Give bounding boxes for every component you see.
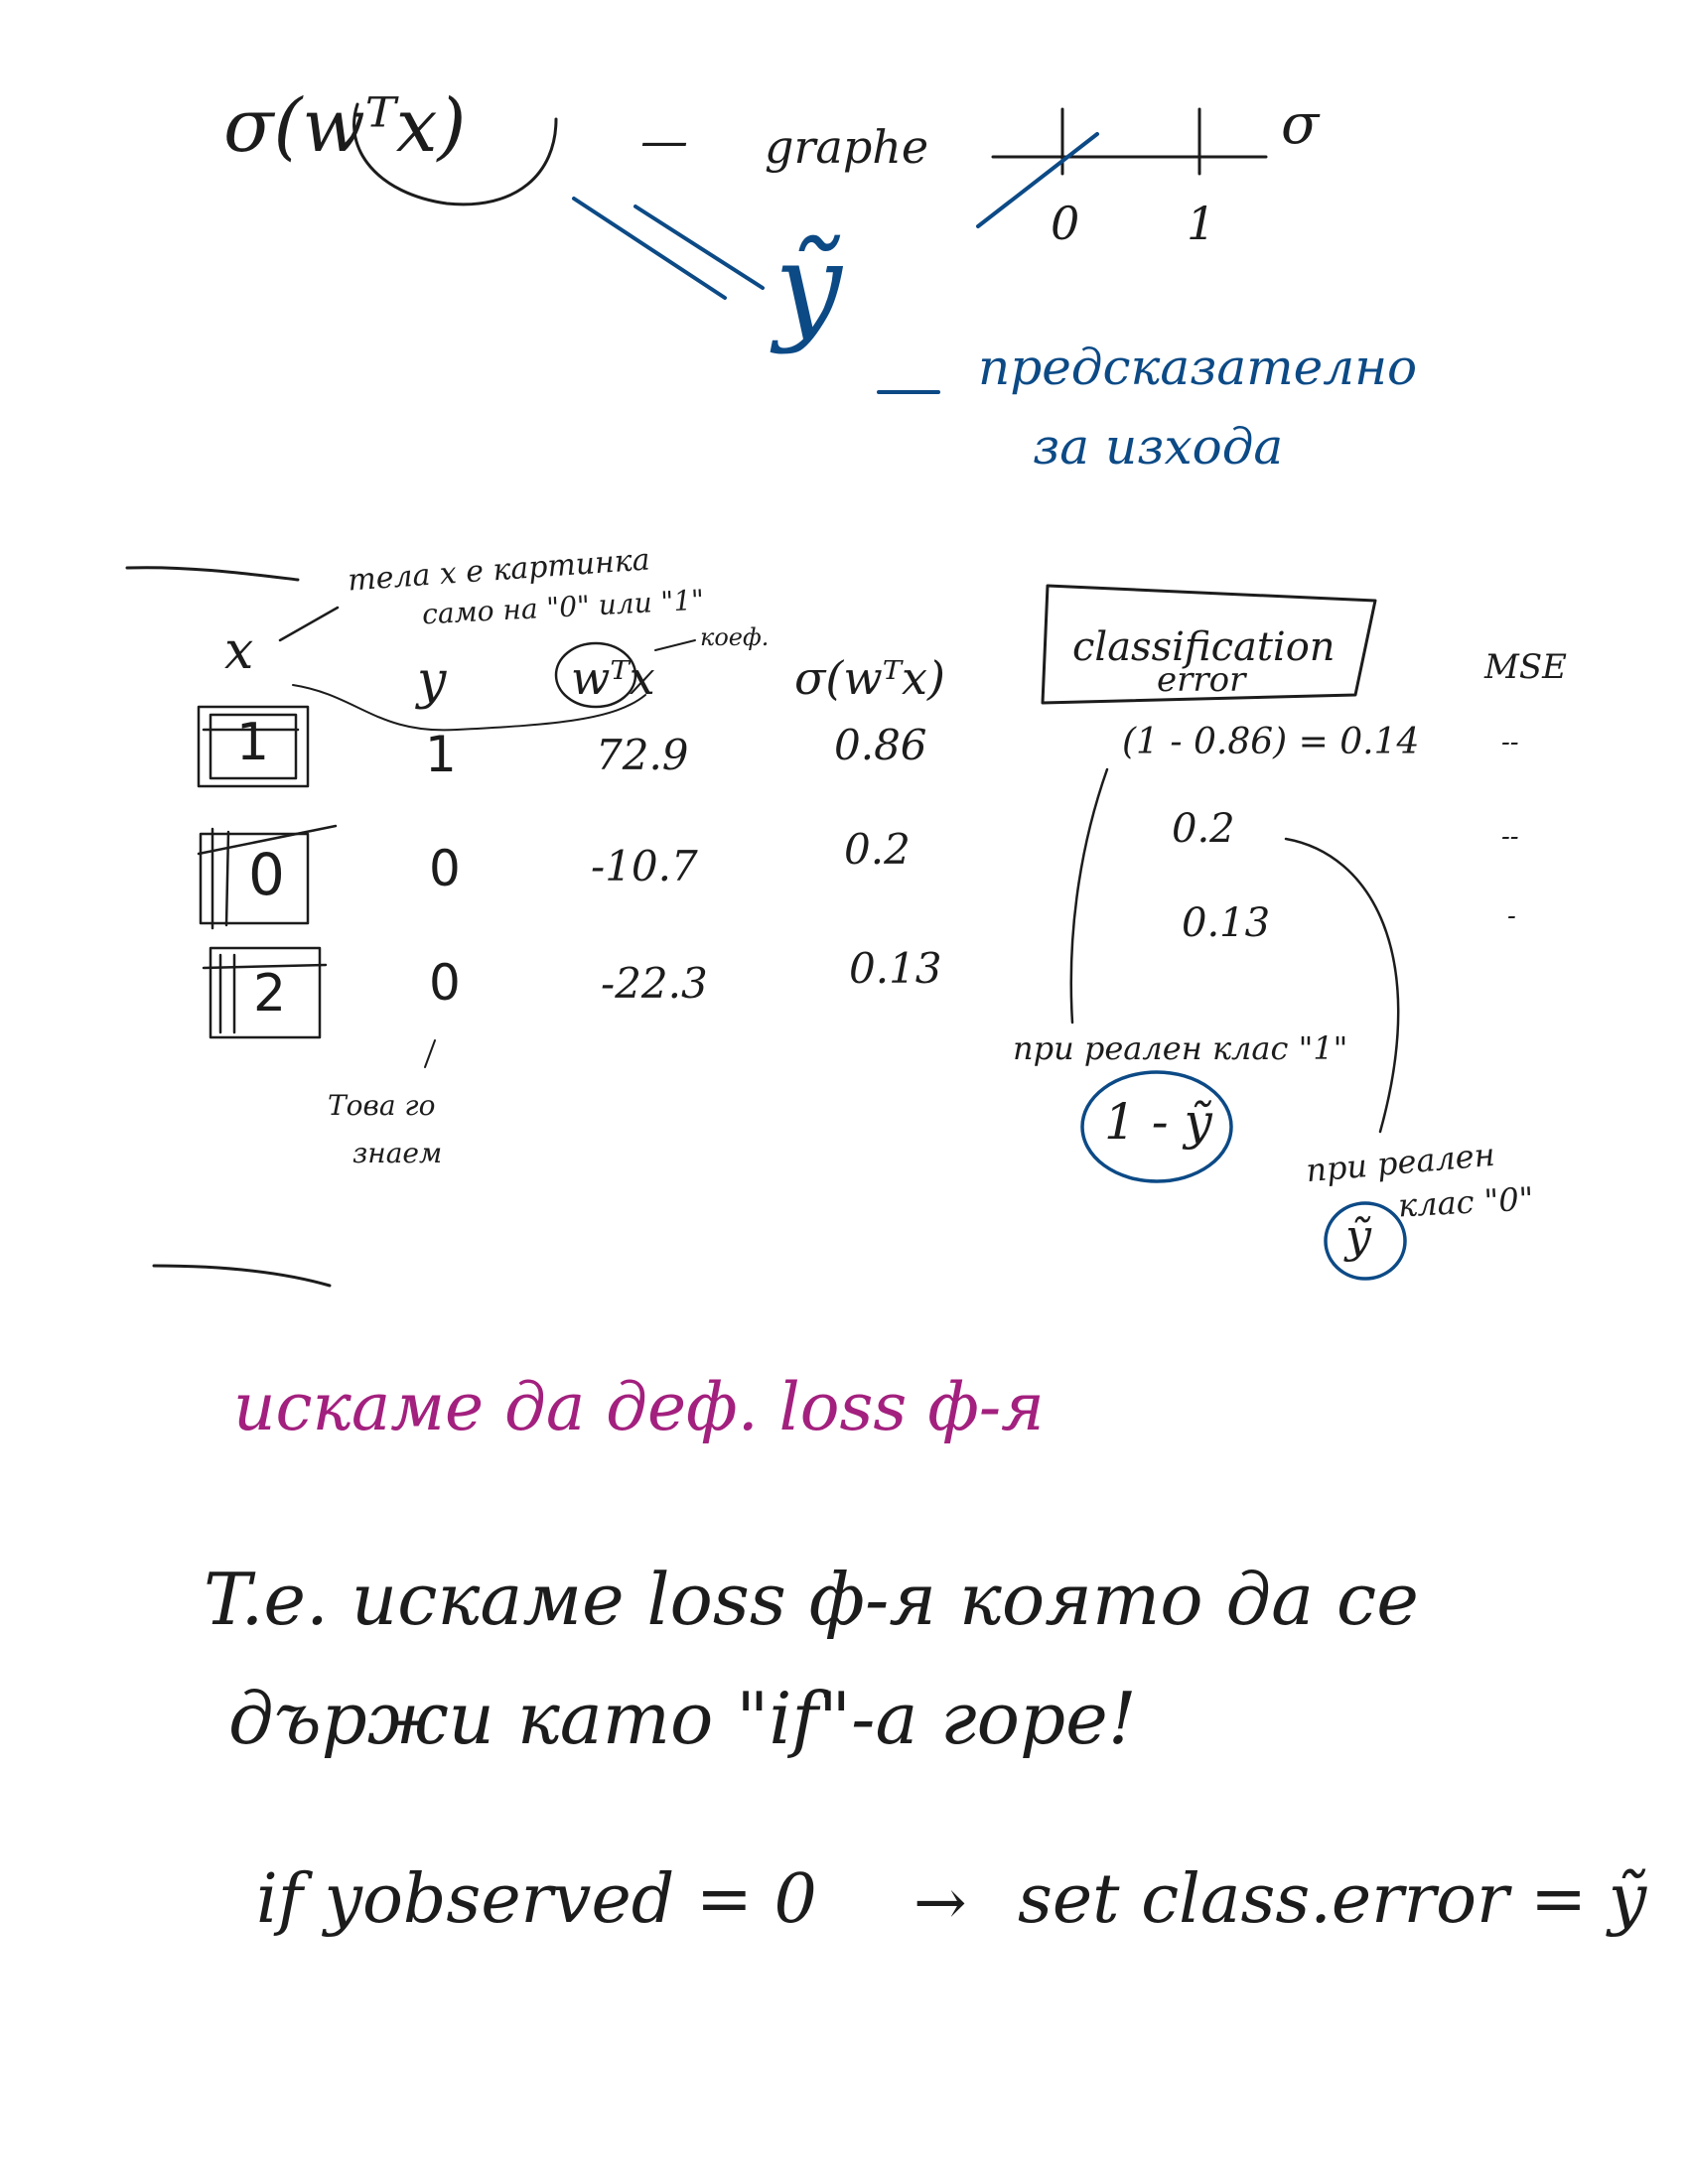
header-classification-error: error	[1157, 660, 1246, 700]
wt-circle	[554, 641, 637, 709]
image-box-zero	[197, 824, 338, 930]
note-y-line2: знаем	[352, 1137, 443, 1169]
row1-mse: --	[1501, 728, 1519, 757]
header-x: x	[224, 621, 254, 681]
axis-sigma: σ	[1281, 92, 1320, 157]
top-dash: —	[640, 113, 688, 169]
body-line2: държи като "if"-а горе!	[228, 1677, 1137, 1760]
body-line3-condition: if yobserved = 0	[256, 1860, 817, 1939]
magenta-heading: искаме да деф. loss ф-я	[233, 1369, 1045, 1445]
blue-slope-stroke	[976, 132, 1099, 228]
x-note-pointer	[278, 606, 340, 642]
body-line3-arrow: →	[914, 1866, 967, 1940]
classification-box	[1041, 584, 1377, 705]
y-note-pointer	[424, 1039, 436, 1068]
note-y-line1: Това го	[328, 1089, 436, 1122]
row1-class-error: (1 - 0.86) = 0.14	[1122, 722, 1420, 762]
row2-image-digit: 0	[248, 841, 285, 908]
class1-formula-circle	[1080, 1070, 1233, 1183]
sigmoid-formula: σ(wᵀx)	[223, 83, 467, 169]
header-classification: classification	[1072, 624, 1336, 670]
separator-lower	[152, 1264, 332, 1288]
row2-mse: --	[1501, 822, 1519, 852]
row3-sigma: 0.13	[849, 944, 942, 993]
row3-class-error: 0.13	[1182, 900, 1271, 946]
image-to-wtx-curve	[292, 684, 646, 732]
graph-word: graphe	[765, 120, 929, 174]
row3-wtx: -22.3	[601, 959, 708, 1008]
axis-label-one: 1	[1187, 197, 1216, 250]
row2-class-error: 0.2	[1172, 806, 1235, 852]
row1-image-digit: 1	[236, 713, 270, 772]
row1-sigma: 0.86	[834, 721, 927, 769]
row3-image-digit: 2	[253, 964, 287, 1024]
body-line3-action: set class.error = ỹ	[1018, 1860, 1647, 1939]
predicted-label-line1: предсказателно	[978, 339, 1418, 396]
header-y: y	[417, 651, 447, 711]
blue-equals-lower	[633, 205, 765, 290]
body-line1: T.e. искаме loss ф-я която да се	[204, 1558, 1419, 1641]
note-class0-formula: ỹ	[1345, 1209, 1371, 1263]
class0-bracket	[1284, 837, 1400, 1134]
note-class0-line2: клас "0"	[1397, 1179, 1535, 1225]
image-box-two	[202, 946, 328, 1039]
row3-mse: -	[1507, 901, 1516, 931]
row3-y: 0	[429, 954, 461, 1012]
header-mse: MSE	[1484, 647, 1567, 687]
formula-enclosing-arc	[352, 102, 558, 206]
axis-label-zero: 0	[1051, 197, 1080, 250]
header-sigma: σ(wᵀx)	[794, 651, 945, 705]
row1-y: 1	[425, 726, 457, 783]
row2-sigma: 0.2	[844, 825, 911, 874]
separator-upper	[125, 566, 300, 582]
row2-wtx: -10.7	[591, 842, 698, 890]
note-class1-formula: 1 - ỹ	[1104, 1093, 1212, 1151]
coef-pointer	[654, 639, 696, 651]
class1-bracket	[1069, 767, 1109, 1024]
row2-y: 0	[429, 840, 461, 897]
predicted-label-line2: за изхода	[1033, 418, 1284, 476]
y-tilde-symbol: ỹ	[774, 218, 842, 356]
note-coef: коеф.	[700, 623, 770, 651]
class0-formula-circle	[1324, 1201, 1407, 1281]
blue-equals-upper	[572, 197, 727, 300]
image-box-one	[197, 705, 310, 788]
row1-wtx: 72.9	[596, 731, 689, 779]
note-class1: при реален клас "1"	[1013, 1029, 1348, 1067]
header-wtx: wᵀx	[571, 651, 655, 705]
